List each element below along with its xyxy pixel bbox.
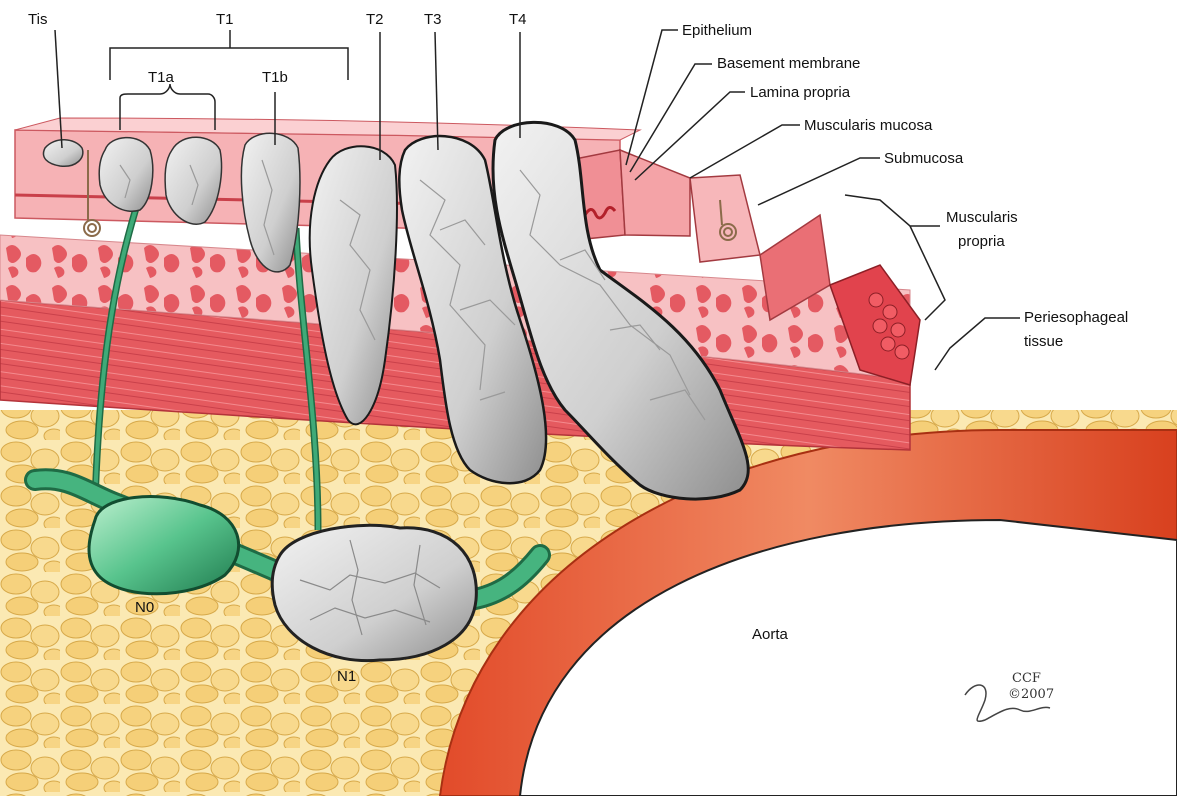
label-tis: Tis — [28, 11, 47, 28]
lymph-node-n0 — [89, 497, 239, 594]
label-n1: N1 — [337, 668, 356, 685]
label-epithelium: Epithelium — [682, 22, 752, 39]
tumor-tis — [43, 140, 82, 167]
label-muscularis-propria-2: propria — [958, 233, 1005, 250]
t1-bracket — [110, 30, 348, 80]
label-t1: T1 — [216, 11, 234, 28]
label-t2: T2 — [366, 11, 384, 28]
label-t3: T3 — [424, 11, 442, 28]
label-submucosa: Submucosa — [884, 150, 964, 167]
credit-org: CCF — [1012, 671, 1041, 686]
tumor-t1a-right — [165, 137, 221, 224]
label-periesophageal-1: Periesophageal — [1024, 309, 1128, 326]
label-aorta: Aorta — [752, 626, 789, 643]
label-n0: N0 — [135, 599, 154, 616]
label-muscularis-mucosa: Muscularis mucosa — [804, 117, 933, 134]
label-periesophageal-2: tissue — [1024, 333, 1063, 350]
credit-year: ©2007 — [1008, 687, 1054, 702]
cutaway-lamina-block — [620, 150, 690, 236]
label-t1b: T1b — [262, 69, 288, 86]
label-basement-membrane: Basement membrane — [717, 55, 860, 72]
label-lamina-propria: Lamina propria — [750, 84, 851, 101]
label-muscularis-propria-1: Muscularis — [946, 209, 1018, 226]
label-t4: T4 — [509, 11, 527, 28]
label-t1a: T1a — [148, 69, 175, 86]
lymph-node-n1-tumor — [272, 525, 476, 660]
cutaway-submucosa-block — [690, 175, 760, 262]
